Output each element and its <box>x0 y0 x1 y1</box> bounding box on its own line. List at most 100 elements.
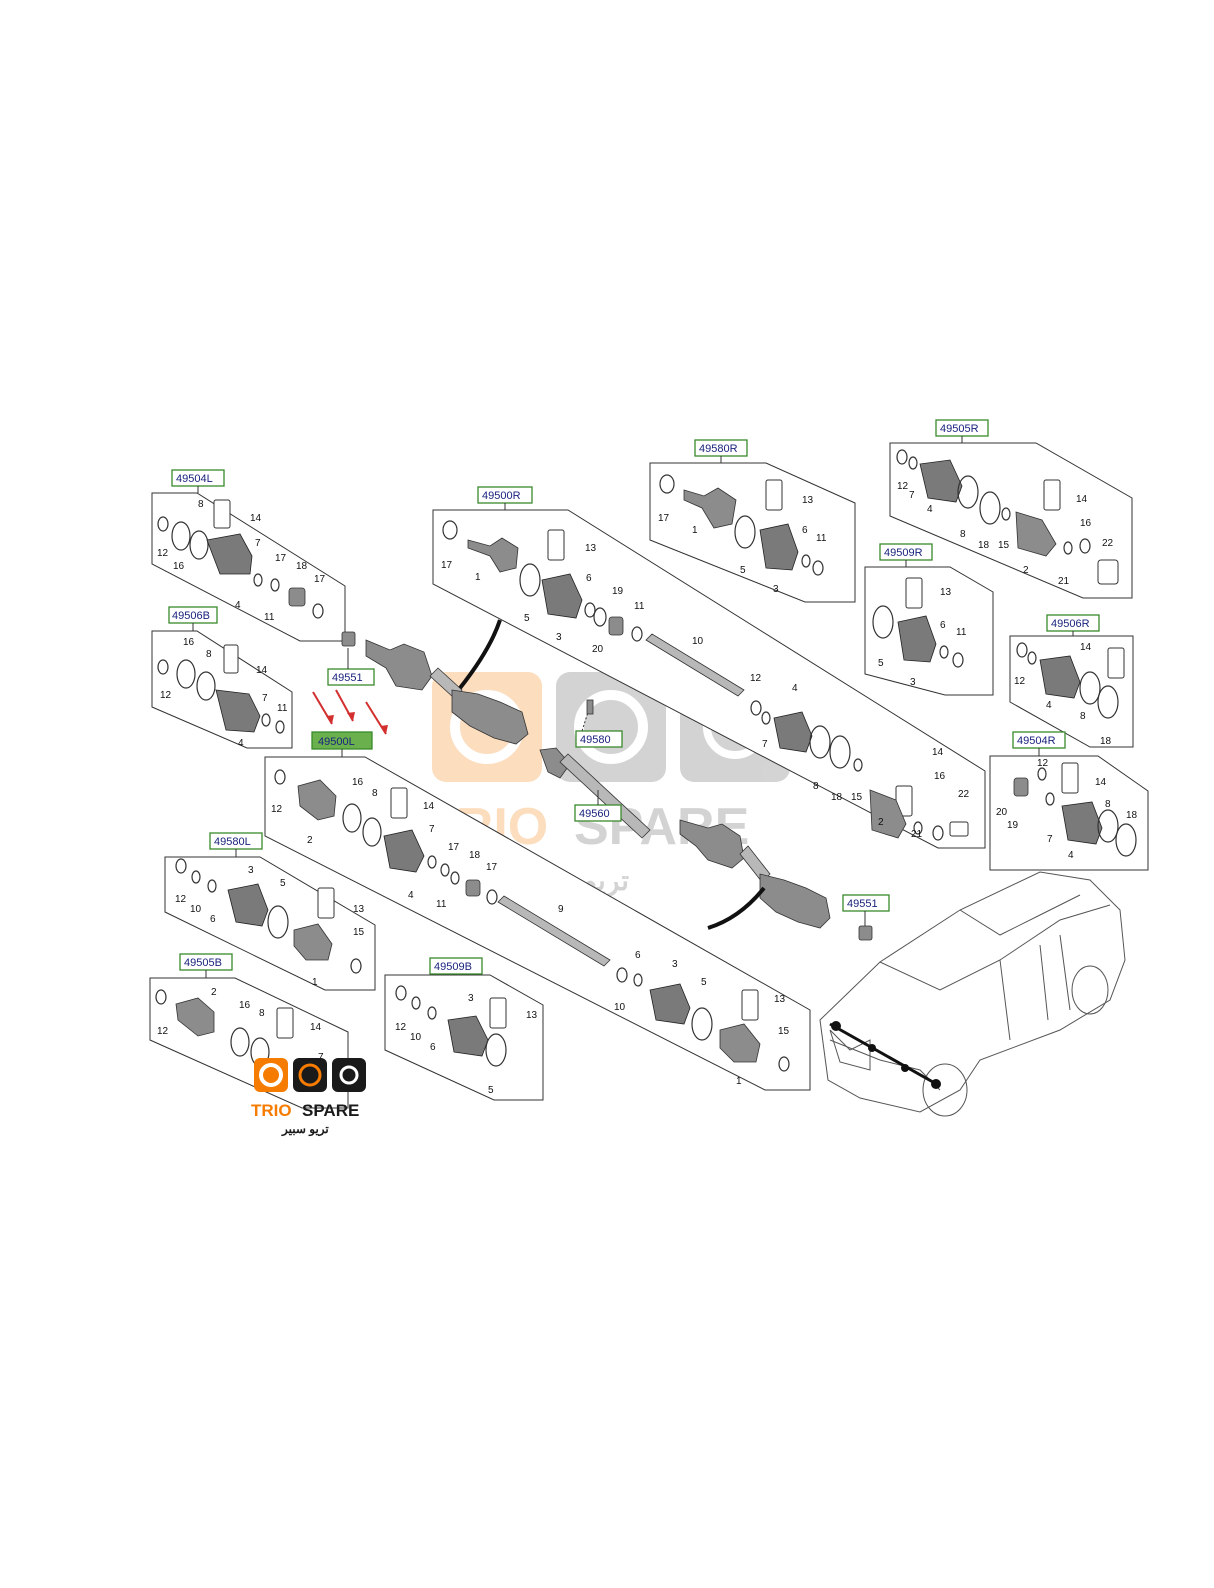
label-49505R[interactable]: 49505R <box>940 423 979 435</box>
axle-49500L-assembly <box>679 819 831 930</box>
num: 1 <box>312 977 318 988</box>
label-49506R[interactable]: 49506R <box>1051 618 1090 630</box>
num: 11 <box>277 703 288 714</box>
num: 11 <box>264 612 275 623</box>
num: 15 <box>998 540 1010 551</box>
num: 3 <box>556 632 562 643</box>
num: 22 <box>1102 538 1114 549</box>
num: 11 <box>634 601 645 612</box>
num: 14 <box>256 665 268 676</box>
num: 5 <box>878 658 884 669</box>
num: 16 <box>173 561 185 572</box>
num: 7 <box>429 824 435 835</box>
num: 13 <box>353 904 365 915</box>
num: 1 <box>736 1076 742 1087</box>
num: 14 <box>932 747 944 758</box>
num: 6 <box>586 573 592 584</box>
num: 11 <box>956 627 967 638</box>
num: 14 <box>1076 494 1088 505</box>
num: 3 <box>468 993 474 1004</box>
num: 8 <box>198 499 204 510</box>
num: 4 <box>927 504 933 515</box>
label-49560[interactable]: 49560 <box>579 808 610 820</box>
num: 6 <box>802 525 808 536</box>
num: 8 <box>206 649 212 660</box>
num: 13 <box>802 495 814 506</box>
num: 16 <box>352 777 364 788</box>
num: 3 <box>773 584 779 595</box>
num: 13 <box>940 587 952 598</box>
num: 16 <box>1080 518 1092 529</box>
num: 12 <box>160 690 172 701</box>
label-49509B[interactable]: 49509B <box>434 961 472 973</box>
num: 14 <box>1080 642 1092 653</box>
num: 8 <box>813 781 819 792</box>
num: 20 <box>592 644 604 655</box>
num: 12 <box>897 481 909 492</box>
num: 3 <box>910 677 916 688</box>
label-49505B[interactable]: 49505B <box>184 957 222 969</box>
part-49580-49560: 49580 49560 <box>539 699 651 839</box>
num: 2 <box>1023 565 1029 576</box>
num: 8 <box>1105 799 1111 810</box>
num: 5 <box>524 613 530 624</box>
num: 18 <box>978 540 990 551</box>
label-49551-bottom[interactable]: 49551 <box>847 898 878 910</box>
num: 4 <box>792 683 798 694</box>
num: 19 <box>612 586 624 597</box>
num: 7 <box>318 1052 324 1063</box>
num: 12 <box>1037 758 1049 769</box>
num: 18 <box>469 850 481 861</box>
label-49500R[interactable]: 49500R <box>482 490 521 502</box>
section-49500R: 49500R 17 1 13 5 6 19 3 20 11 10 12 4 7 <box>432 486 986 849</box>
num: 7 <box>262 693 268 704</box>
num: 6 <box>430 1042 436 1053</box>
num: 14 <box>423 801 435 812</box>
num: 14 <box>250 513 262 524</box>
logo-spare-text: SPARE <box>302 1101 359 1120</box>
num: 15 <box>851 792 863 803</box>
num: 8 <box>259 1008 265 1019</box>
num: 15 <box>778 1026 790 1037</box>
num: 17 <box>441 560 453 571</box>
num: 12 <box>271 804 283 815</box>
num: 5 <box>740 565 746 576</box>
watermark-logo-small: TRIO SPARE تريو سبير <box>251 1058 366 1137</box>
num: 5 <box>701 977 707 988</box>
label-49580R[interactable]: 49580R <box>699 443 738 455</box>
section-49509R: 49509R 13 5 6 11 3 <box>864 543 994 696</box>
num: 21 <box>1058 576 1070 587</box>
num: 10 <box>190 904 202 915</box>
num: 19 <box>1007 820 1019 831</box>
num: 10 <box>614 1002 626 1013</box>
label-49580L[interactable]: 49580L <box>214 836 251 848</box>
label-49504R[interactable]: 49504R <box>1017 735 1056 747</box>
label-49580[interactable]: 49580 <box>580 734 611 746</box>
num: 13 <box>526 1010 538 1021</box>
num: 1 <box>475 572 481 583</box>
num: 17 <box>275 553 287 564</box>
num: 18 <box>296 561 308 572</box>
num: 11 <box>436 899 447 910</box>
num: 3 <box>672 959 678 970</box>
label-49504L[interactable]: 49504L <box>176 473 213 485</box>
watermark-center: TRIO SPARE تريو سبير <box>424 672 790 898</box>
num: 14 <box>1095 777 1107 788</box>
num: 12 <box>157 1026 169 1037</box>
num: 8 <box>960 529 966 540</box>
num: 7 <box>255 538 261 549</box>
num: 7 <box>909 490 915 501</box>
section-49504L: 49504L 12 16 8 14 7 17 18 17 4 11 <box>151 469 346 642</box>
num: 14 <box>310 1022 322 1033</box>
axle-49500R-assembly <box>365 619 529 745</box>
num: 4 <box>235 600 241 611</box>
label-49500L[interactable]: 49500L <box>318 736 355 748</box>
label-49506B[interactable]: 49506B <box>172 610 210 622</box>
num: 6 <box>635 950 641 961</box>
label-49509R[interactable]: 49509R <box>884 547 923 559</box>
label-49551[interactable]: 49551 <box>332 672 363 684</box>
num: 17 <box>448 842 460 853</box>
num: 18 <box>831 792 843 803</box>
num: 12 <box>1014 676 1026 687</box>
